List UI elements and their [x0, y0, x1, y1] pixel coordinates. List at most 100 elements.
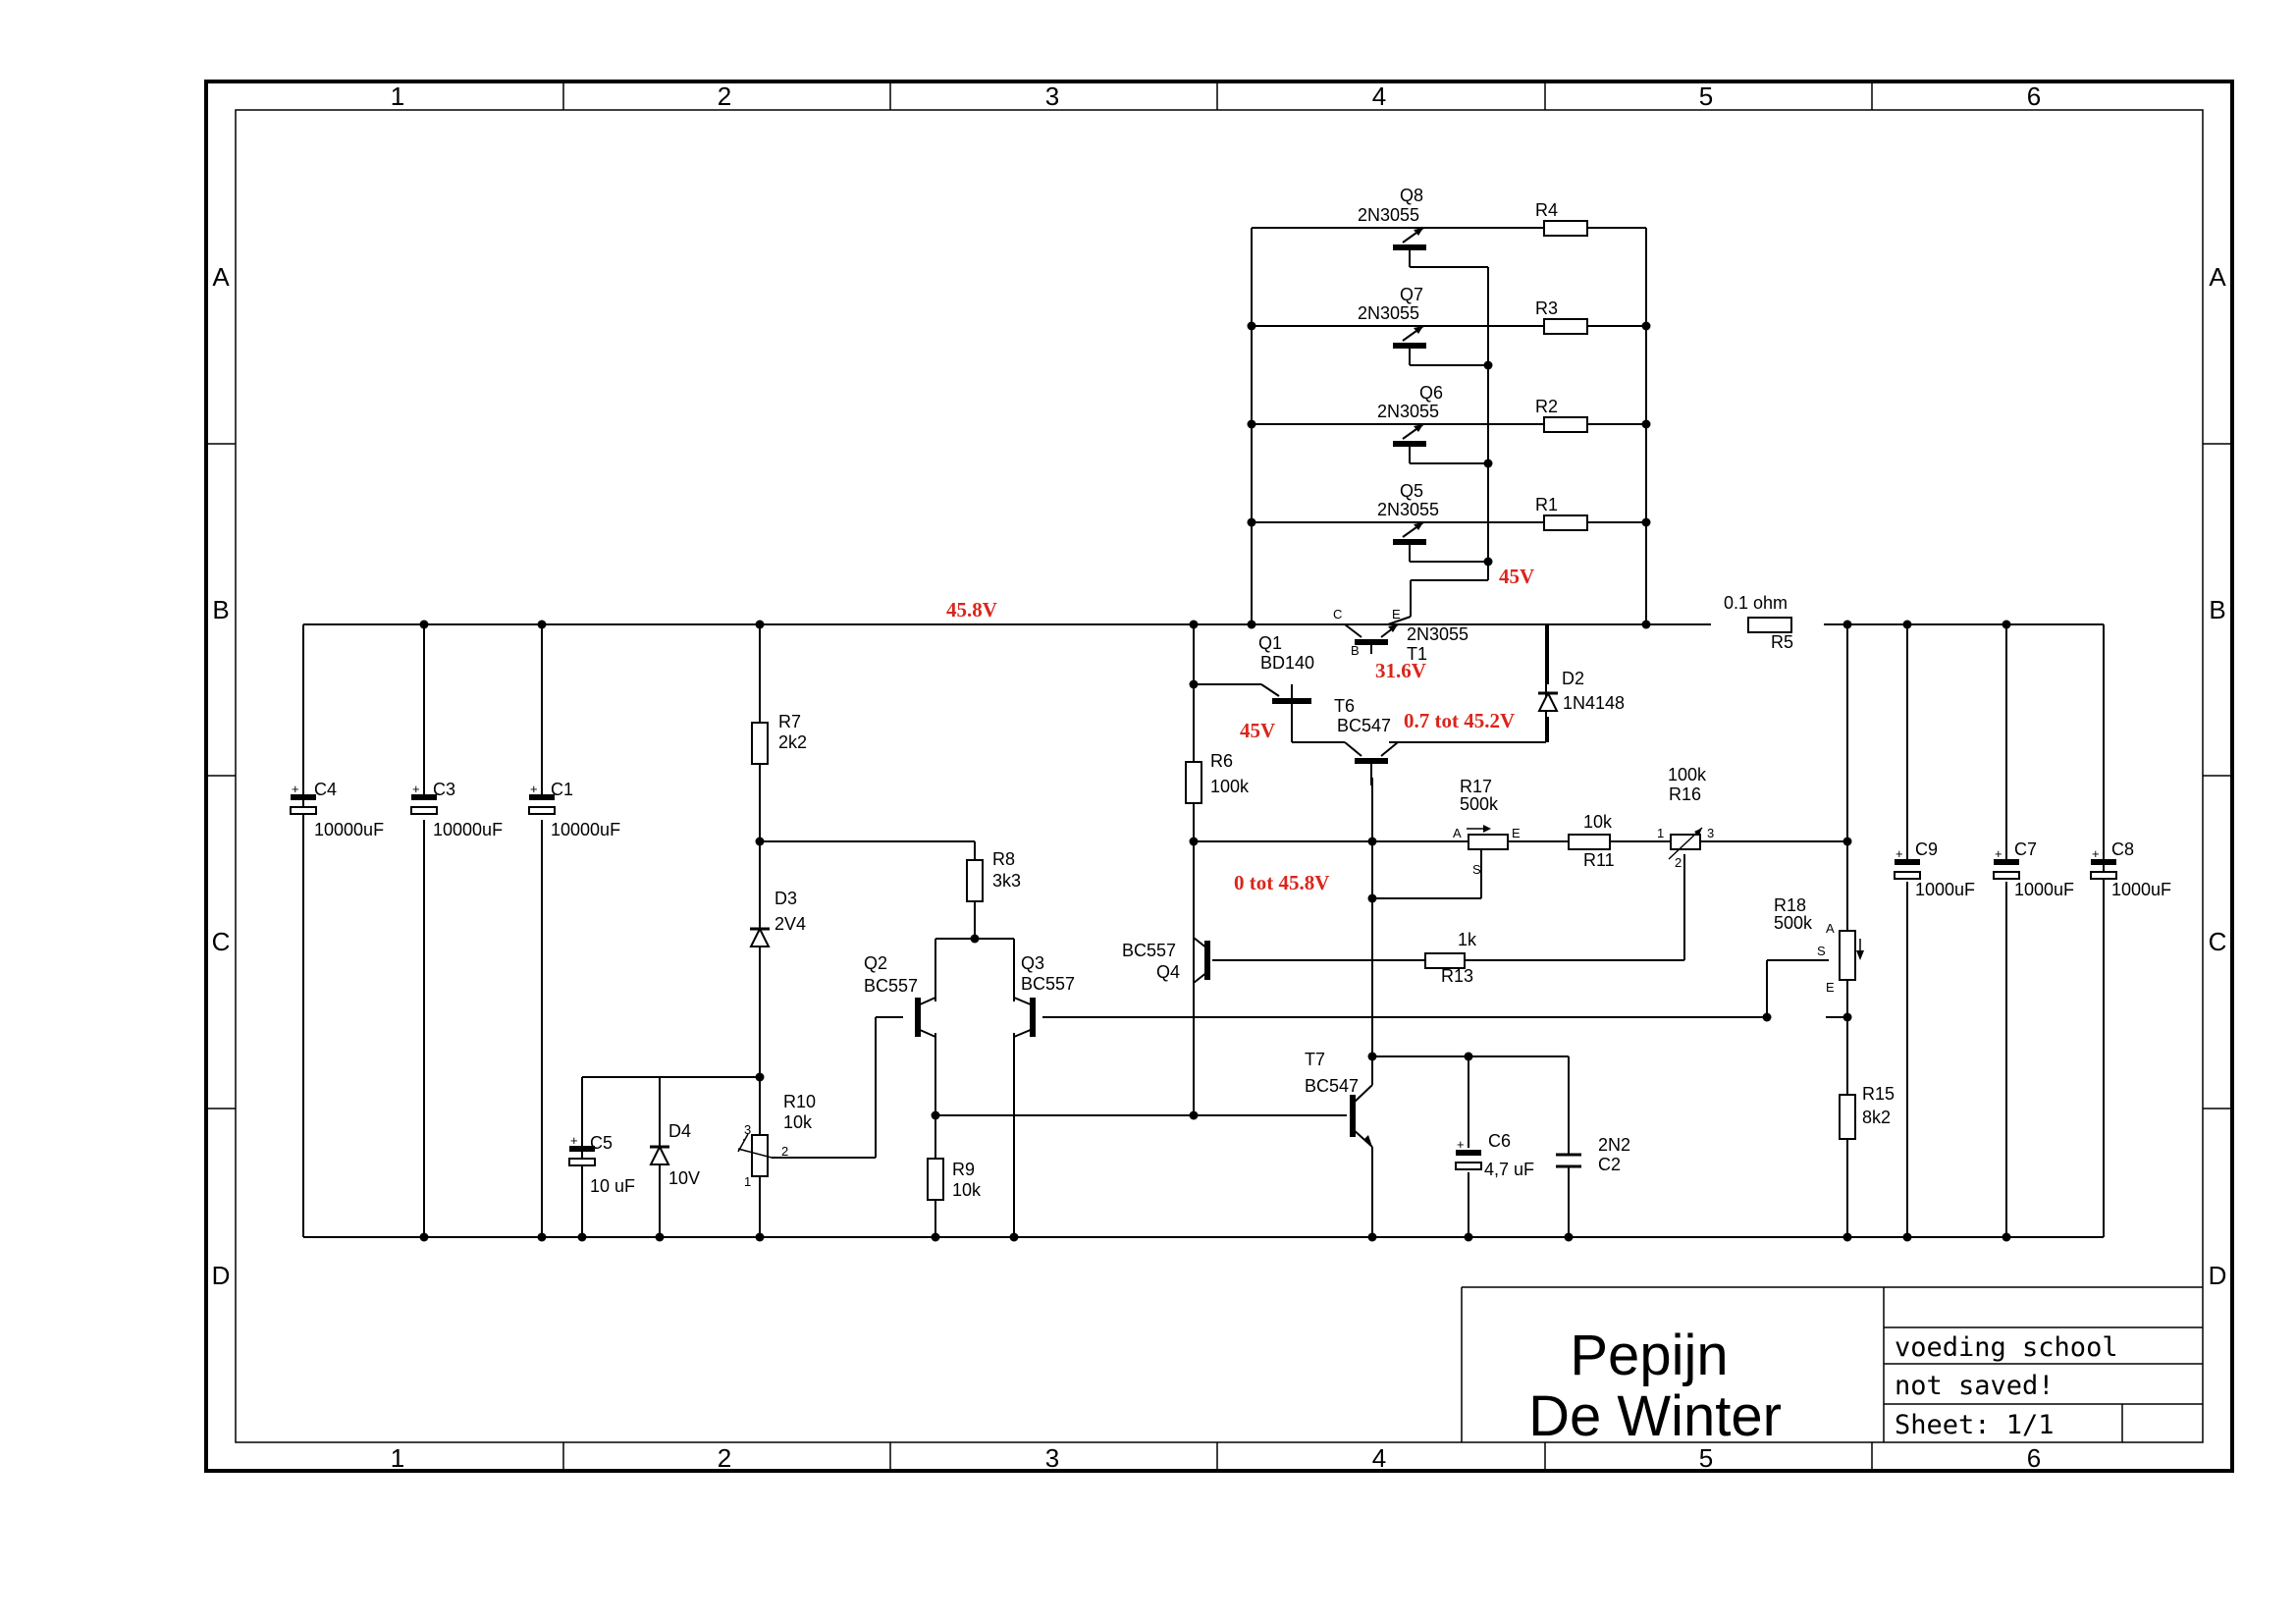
voltage-output: 0 tot 45.8V	[1234, 871, 1329, 894]
r1-name: R1	[1535, 495, 1558, 514]
r10-value: 10k	[783, 1112, 813, 1132]
r4-name: R4	[1535, 200, 1558, 220]
row-label-left-d: D	[212, 1261, 231, 1290]
t1-pin-e: E	[1392, 607, 1401, 622]
title-block: Pepijn De Winter voeding school not save…	[1461, 1286, 2203, 1448]
q1-value: BD140	[1260, 653, 1314, 673]
col-label-bottom-5: 5	[1699, 1443, 1713, 1473]
r17-value: 500k	[1460, 794, 1499, 814]
d2-name: D2	[1562, 669, 1584, 688]
col-label-top-4: 4	[1372, 81, 1386, 111]
r17-pin-s: S	[1472, 862, 1481, 877]
svg-text:+: +	[1995, 846, 2002, 861]
t1-pin-c: C	[1333, 607, 1342, 622]
r17-name: R17	[1460, 777, 1492, 796]
row-label-left-c: C	[212, 927, 231, 956]
r15-value: 8k2	[1862, 1108, 1891, 1127]
r11-name: R11	[1583, 850, 1615, 870]
r5-name: R5	[1771, 632, 1793, 652]
q2-name: Q2	[864, 953, 887, 973]
r8-value: 3k3	[992, 871, 1021, 891]
q2-value: BC557	[864, 976, 918, 996]
r18-name: R18	[1774, 895, 1806, 915]
c8-name: C8	[2111, 839, 2134, 859]
resistor-symbols	[737, 220, 1864, 1201]
t1-name: T1	[1407, 644, 1427, 664]
row-label-right-d: D	[2209, 1261, 2227, 1290]
capacitor-symbols: +++ ++ +++	[290, 782, 2117, 1170]
r10-pin3: 3	[744, 1122, 751, 1137]
q3-value: BC557	[1021, 974, 1075, 994]
svg-text:+: +	[1457, 1137, 1465, 1152]
col-label-bottom-2: 2	[718, 1443, 731, 1473]
voltage-q1-base: 45V	[1240, 719, 1275, 742]
d3-value: 2V4	[774, 914, 806, 934]
t7-name: T7	[1305, 1050, 1325, 1069]
c4-name: C4	[314, 780, 337, 799]
t6-name: T6	[1334, 696, 1355, 716]
r2-name: R2	[1535, 397, 1558, 416]
q1-name: Q1	[1258, 633, 1282, 653]
c4-value: 10000uF	[314, 820, 384, 839]
row-label-right-b: B	[2209, 595, 2225, 624]
d4-name: D4	[668, 1121, 691, 1141]
c1-name: C1	[551, 780, 573, 799]
q4-name: Q4	[1156, 962, 1180, 982]
voltage-rail: 45.8V	[946, 598, 997, 622]
row-label-left-a: A	[212, 262, 230, 292]
r13-name: R13	[1441, 966, 1473, 986]
q6-value: 2N3055	[1377, 402, 1439, 421]
t1-value: 2N3055	[1407, 624, 1468, 644]
d4-value: 10V	[668, 1168, 700, 1188]
save-status: not saved!	[1895, 1371, 2055, 1401]
col-label-top-6: 6	[2027, 81, 2041, 111]
q7-value: 2N3055	[1358, 303, 1419, 323]
voltage-drivers: 45V	[1499, 565, 1534, 588]
r6-value: 100k	[1210, 777, 1250, 796]
c9-value: 1000uF	[1915, 880, 1975, 899]
c8-value: 1000uF	[2111, 880, 2171, 899]
project-name: voeding school	[1895, 1332, 2118, 1363]
col-label-top-1: 1	[391, 81, 404, 111]
r9-value: 10k	[952, 1180, 982, 1200]
r6-name: R6	[1210, 751, 1233, 771]
voltage-t1-base: 31.6V	[1375, 659, 1426, 682]
drawing-frame: 1 2 3 4 5 6 1 2 3 4 5 6 A B C D A B C D	[204, 80, 2234, 1473]
r16-pin2: 2	[1675, 855, 1682, 870]
col-label-bottom-6: 6	[2027, 1443, 2041, 1473]
c6-value: 4,7 uF	[1484, 1160, 1534, 1179]
junction-dots	[419, 321, 2011, 1242]
r9-name: R9	[952, 1160, 975, 1179]
r7-value: 2k2	[778, 732, 807, 752]
component-labels: Q8 2N3055 Q7 2N3055 Q6 2N3055 Q5 2N3055 …	[314, 186, 2171, 1200]
t1-pin-b: B	[1351, 643, 1360, 658]
col-label-bottom-4: 4	[1372, 1443, 1386, 1473]
q5-name: Q5	[1400, 481, 1423, 501]
q6-name: Q6	[1419, 383, 1443, 403]
r3-name: R3	[1535, 298, 1558, 318]
col-label-top-3: 3	[1045, 81, 1059, 111]
r18-pin-s: S	[1817, 944, 1826, 958]
r18-pin-a: A	[1826, 921, 1835, 936]
col-label-top-2: 2	[718, 81, 731, 111]
c1-value: 10000uF	[551, 820, 620, 839]
c6-name: C6	[1488, 1131, 1511, 1151]
c3-name: C3	[433, 780, 455, 799]
voltage-annotations: 45.8V 45V 31.6V 45V 0.7 tot 45.2V 0 tot …	[946, 565, 1534, 894]
svg-text:+: +	[530, 782, 538, 796]
row-label-right-c: C	[2209, 927, 2227, 956]
c2-value: 2N2	[1598, 1135, 1630, 1155]
r18-pin-e: E	[1826, 980, 1835, 995]
diode-symbols	[649, 624, 1559, 1165]
q7-name: Q7	[1400, 285, 1423, 304]
q4-value: BC557	[1122, 941, 1176, 960]
svg-text:+: +	[292, 782, 299, 796]
q8-name: Q8	[1400, 186, 1423, 205]
r17-pin-e: E	[1512, 826, 1521, 840]
row-label-left-b: B	[212, 595, 229, 624]
voltage-t6-base: 0.7 tot 45.2V	[1404, 709, 1515, 732]
r15-name: R15	[1862, 1084, 1895, 1104]
row-label-right-a: A	[2209, 262, 2226, 292]
author-first-name: Pepijn	[1570, 1324, 1728, 1387]
